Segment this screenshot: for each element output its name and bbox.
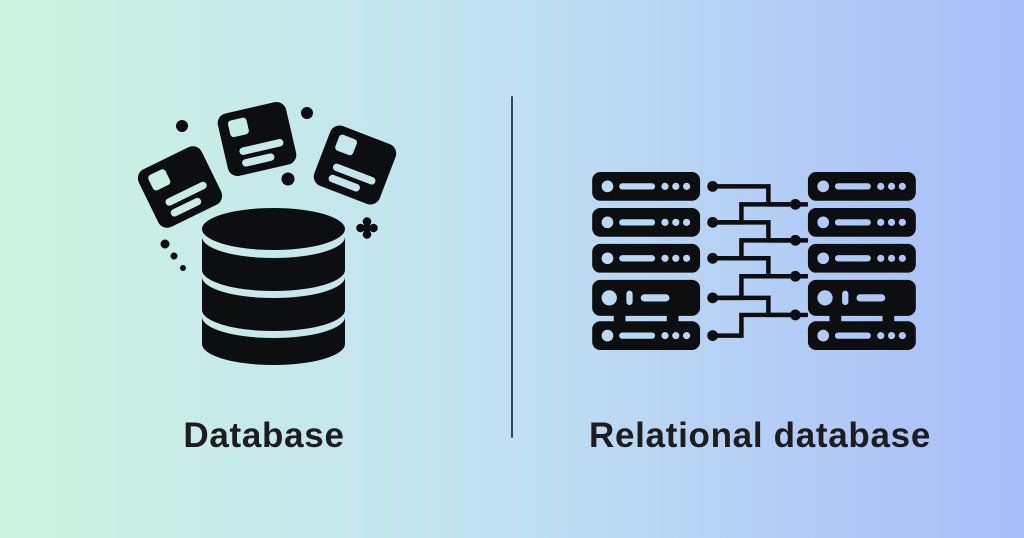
server-rack-icon bbox=[592, 279, 701, 316]
server-rack-icon bbox=[592, 321, 701, 350]
database-figure bbox=[130, 95, 420, 380]
server-rack-icon bbox=[592, 172, 701, 201]
relational-database-figure bbox=[592, 172, 916, 350]
connection-nodes bbox=[707, 180, 801, 342]
document-card-icon bbox=[313, 125, 397, 205]
connector-lines bbox=[716, 184, 808, 338]
server-rack-icon bbox=[592, 243, 701, 273]
server-stack-left bbox=[592, 172, 701, 350]
document-card-icon bbox=[137, 146, 223, 228]
vertical-divider bbox=[511, 96, 513, 438]
linked-servers-icon bbox=[592, 172, 916, 350]
database-cylinder-icon bbox=[202, 208, 345, 365]
server-rack-icon bbox=[807, 172, 916, 201]
server-rack-icon bbox=[807, 207, 916, 237]
scatter-dots bbox=[160, 107, 313, 271]
server-rack-icon bbox=[807, 321, 916, 350]
sparkle-icon bbox=[356, 217, 378, 239]
server-rack-icon bbox=[807, 279, 916, 316]
document-card-icon bbox=[217, 101, 297, 177]
server-stack-right bbox=[807, 172, 916, 350]
server-rack-icon bbox=[592, 207, 701, 237]
server-rack-icon bbox=[807, 243, 916, 273]
database-with-documents-icon bbox=[137, 101, 397, 365]
database-label: Database bbox=[183, 416, 345, 455]
relational-database-label: Relational database bbox=[588, 416, 932, 455]
